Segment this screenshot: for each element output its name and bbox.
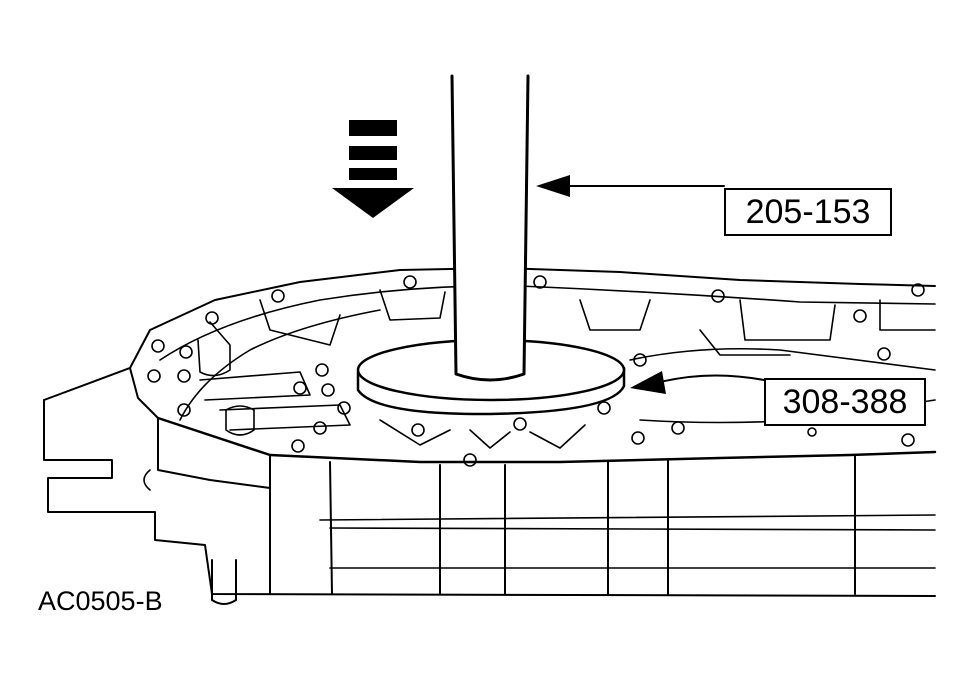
callout-text: 308-388 (782, 382, 908, 421)
leader-line-308-388 (630, 371, 765, 394)
callout-label-308-388: 308-388 (764, 378, 926, 426)
bolt-holes (147, 275, 925, 467)
transmission-case (43, 267, 937, 605)
installer-shaft (450, 74, 530, 382)
figure-id: AC0505-B (38, 586, 163, 616)
leader-line-205-153 (536, 175, 725, 197)
callout-label-205-153: 205-153 (724, 188, 892, 236)
callout-text: 205-153 (745, 192, 871, 231)
down-arrow-icon (332, 120, 414, 218)
valve-body-face (159, 284, 936, 449)
